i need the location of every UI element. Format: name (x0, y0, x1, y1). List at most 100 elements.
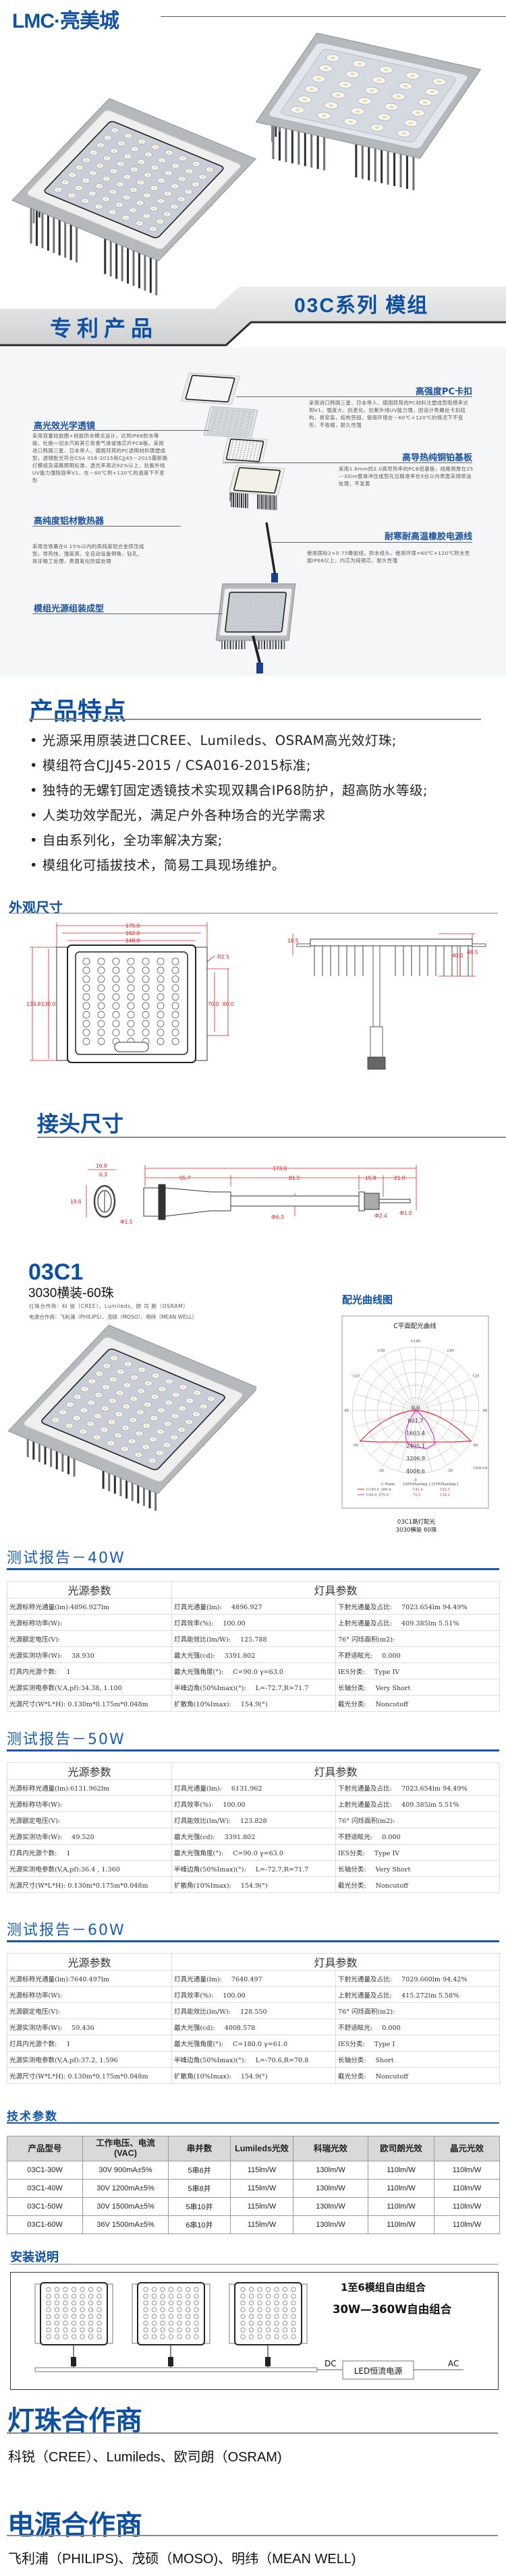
led-chip (77, 187, 80, 189)
table-cell: IES分类:Type I (335, 2035, 501, 2051)
led-outline (55, 2294, 60, 2299)
led-outline (240, 2334, 246, 2339)
led-outline (157, 957, 165, 965)
led-outline (157, 1020, 165, 1027)
led-chip (105, 1365, 109, 1367)
led-outline (88, 2314, 94, 2319)
led-chip (71, 174, 74, 176)
cell-value: 100.00 (223, 1619, 246, 1627)
polar-spoke (415, 1394, 477, 1411)
led-outline (97, 1011, 105, 1019)
led-chip (140, 161, 143, 163)
led-chip (374, 126, 380, 129)
cell-label: 最大光强(cd): (174, 2024, 215, 2032)
led-outline (240, 2314, 246, 2319)
feature-bullet: • 人类功效学配光，满足户外各种场合的光学需求 (30, 808, 326, 823)
led-chip (383, 68, 389, 71)
led-chip (261, 611, 262, 613)
led-outline (97, 1029, 105, 1036)
polar-spoke (360, 1410, 416, 1443)
header-light-source: 光源参数 (7, 1581, 172, 1598)
led-chip (166, 192, 169, 195)
table-cell: 115lm/W (230, 2197, 293, 2216)
led-outline (127, 1002, 135, 1010)
led-chip (437, 80, 442, 83)
brand-logo: LMC·亮美城 (12, 10, 119, 32)
led-outline (257, 2300, 262, 2306)
led-outline (96, 2327, 102, 2333)
led-chip (70, 194, 74, 197)
cell-value: 4896.927 (231, 1603, 262, 1611)
led-outline (80, 2307, 85, 2312)
cell-label: 灯具能效比(lm/W): (174, 2008, 231, 2016)
polar-spoke (415, 1410, 448, 1466)
power-partners-text: 飞利浦（PHILIPS)、茂硕（MOSO)、明纬（MEAN WELL) (8, 2552, 356, 2567)
led-outline (169, 2334, 174, 2339)
led-chip (271, 624, 273, 625)
led-chip (99, 144, 103, 146)
cell-label: 光源实测电参数(V,A,pf):37.2, 1.596 (9, 2056, 118, 2064)
led-array (229, 440, 261, 460)
led-array (210, 411, 252, 435)
led-outline (55, 2334, 60, 2339)
table-cell: 115lm/W (230, 2215, 293, 2234)
led-chip (194, 183, 197, 185)
led-outline (112, 957, 120, 965)
cell-label: 最大光强角度(°): (174, 1668, 224, 1676)
led-outline (142, 984, 150, 992)
exploded-cable (265, 522, 277, 577)
led-chip (323, 67, 329, 70)
led-outline (63, 2314, 68, 2319)
led-outline (112, 1002, 120, 1010)
led-outline (143, 2334, 148, 2339)
table-cell: 光源尺寸(W*L*H): 0.130m*0.175m*0.048m (7, 2067, 172, 2084)
led-outline (194, 2294, 199, 2299)
led-chip (146, 154, 150, 156)
led-outline (177, 2307, 182, 2312)
cell-label: 不舒适眩光: (338, 2024, 373, 2032)
led-outline (185, 2300, 190, 2306)
feature-desc-pcb: 采用1.6mm的2.0高导热率的PCB铝基板，线路铜厚在25—35im整体冲压成… (339, 466, 474, 487)
led-chip (403, 84, 408, 88)
led-outline (96, 2334, 102, 2339)
led-chip (202, 1405, 205, 1408)
power-partners-heading: 电源合作商 (7, 2510, 142, 2541)
led-outline (274, 2320, 279, 2326)
conn-dim-phi6.3: Φ6.3 (271, 1214, 284, 1220)
led-outline (185, 2320, 190, 2326)
psu-label: LED恒流电源 (354, 2366, 403, 2376)
led-chip (146, 174, 150, 176)
led-outline (55, 2287, 60, 2292)
cell-label: 下射光通量及占比: (338, 1603, 392, 1611)
polar-spoke (354, 1410, 416, 1427)
led-chip (279, 607, 281, 609)
legend-half50: 141.4 (413, 1488, 424, 1492)
led-chip (250, 599, 252, 601)
table-cell: 半峰边角(50%Imax)(°):L=-72.7,R=71.7 (171, 1860, 336, 1877)
feature-title-heatsink: 高纯度铝材散热器 (34, 516, 105, 527)
test-report-heading: 测试报告－60W (7, 1922, 125, 1939)
led-chip (401, 132, 406, 135)
led-chip (277, 620, 279, 621)
led-outline (240, 2327, 246, 2333)
led-chip (167, 172, 170, 175)
led-chip (91, 172, 94, 175)
table-cell: 光源尺寸(W*L*H): 0.130m*0.175m*0.048m (7, 1876, 172, 1893)
led-chip (249, 413, 250, 414)
led-chip (165, 1444, 169, 1446)
table-header-row: 光源参数灯具参数 (7, 1762, 501, 1780)
led-chip (226, 415, 227, 416)
led-outline (96, 2300, 102, 2306)
led-outline (248, 2327, 254, 2333)
led-outline (274, 2327, 279, 2333)
table-cell: 灯具内光源个数:1 (7, 2035, 172, 2051)
led-outline (248, 2294, 254, 2299)
led-outline (143, 2307, 148, 2312)
features-divider (29, 719, 481, 720)
hero-module-left (12, 98, 256, 296)
led-chip (376, 79, 382, 82)
cell-label: 光源标称光通量(lm):4896.927lm (9, 1603, 109, 1611)
led-chip (396, 95, 401, 98)
